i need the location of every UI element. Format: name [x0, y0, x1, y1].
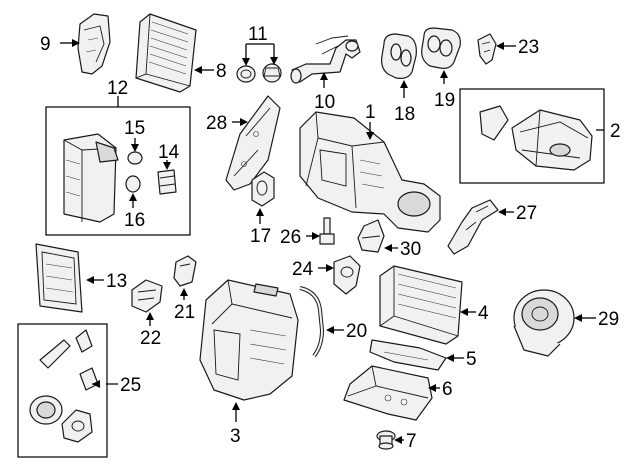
part-22-resistor [131, 279, 163, 313]
part-2-blower-housing [479, 105, 593, 171]
callout-1: 1 [365, 102, 376, 123]
callout-10: 10 [314, 92, 335, 113]
part-20-drain-hose [299, 286, 325, 358]
part-25-actuator-set [29, 329, 99, 443]
part-23-sensor [477, 33, 497, 65]
part-5-seal-strip [369, 339, 447, 371]
part-29-blower-motor [513, 289, 575, 357]
callout-30: 30 [400, 239, 421, 260]
callout-26: 26 [280, 227, 301, 248]
callout-4: 4 [478, 303, 489, 324]
part-3-lower-housing [199, 279, 299, 401]
part-7-drain-plug [376, 430, 396, 450]
part-6-floor-duct [343, 365, 433, 421]
part-27-duct [447, 199, 499, 255]
part-30-connector [357, 219, 385, 253]
callout-12: 12 [107, 78, 128, 99]
callout-labels: 9 8 11 10 18 19 23 12 15 14 16 2 1 28 17… [40, 24, 621, 452]
part-8-cabin-filter [135, 13, 197, 93]
callout-23: 23 [518, 37, 539, 58]
callout-22: 22 [140, 328, 161, 349]
part-18-seal [381, 33, 417, 79]
part-10-ac-tube [290, 35, 361, 84]
part-17-actuator [251, 171, 275, 207]
callout-8: 8 [216, 61, 227, 82]
leader-lines [60, 39, 604, 444]
callout-13: 13 [106, 271, 127, 292]
part-28-bracket [225, 95, 281, 191]
part-14-expansion-valve [157, 169, 177, 195]
callout-29: 29 [598, 309, 619, 330]
callout-24: 24 [292, 259, 314, 280]
part-19-seal [421, 27, 461, 69]
callout-6: 6 [442, 379, 453, 400]
callout-21: 21 [174, 302, 195, 323]
callout-11: 11 [248, 24, 268, 45]
part-4-filter [379, 265, 463, 345]
part-24-actuator [333, 255, 361, 295]
part-9-bracket [77, 13, 111, 75]
part-13-filter-frame [35, 243, 83, 313]
callout-17: 17 [250, 226, 271, 247]
callout-27: 27 [516, 203, 537, 224]
callout-9: 9 [40, 34, 51, 55]
callout-14: 14 [158, 142, 180, 163]
group-box-25 [17, 323, 108, 458]
callout-16: 16 [124, 210, 145, 231]
part-16-o-ring [125, 175, 141, 193]
callout-20: 20 [346, 321, 367, 342]
part-12-evaporator [63, 133, 119, 223]
part-21-sensor [173, 255, 197, 287]
part-26-screw [319, 217, 335, 245]
callout-5: 5 [466, 349, 477, 370]
part-15-o-ring [127, 151, 143, 165]
group-box-2 [459, 88, 605, 184]
part-1-hvac-housing [299, 111, 441, 233]
part-11-clips [236, 63, 282, 83]
callout-15: 15 [124, 118, 145, 139]
callout-7: 7 [406, 431, 417, 452]
callout-18: 18 [394, 104, 415, 125]
callout-25: 25 [120, 375, 141, 396]
callout-2: 2 [610, 121, 621, 142]
callout-28: 28 [206, 113, 227, 134]
callout-19: 19 [434, 90, 455, 111]
callout-3: 3 [230, 426, 241, 447]
